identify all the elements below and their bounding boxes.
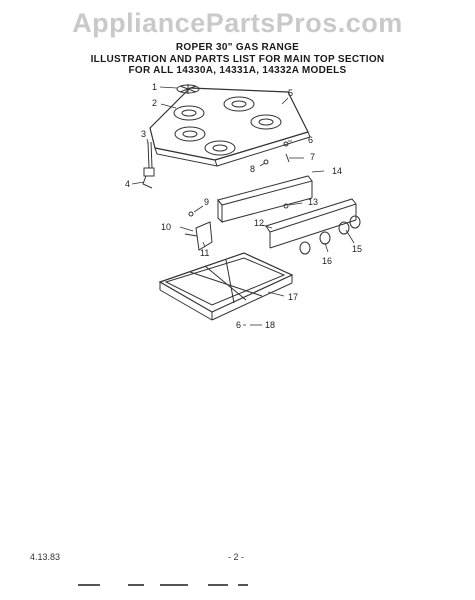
diagram-subtitle: ILLUSTRATION AND PARTS LIST FOR MAIN TOP… xyxy=(90,54,385,65)
footer-scan-artifact xyxy=(238,584,248,586)
callout-15: 15 xyxy=(352,244,362,254)
leader-lines xyxy=(131,86,355,297)
footer-scan-artifact xyxy=(208,584,228,586)
diagram-title: ROPER 30" GAS RANGE xyxy=(175,42,300,53)
callout-4: 4 xyxy=(125,179,130,189)
footer-date: 4.13.83 xyxy=(30,552,61,562)
callout-13: 13 xyxy=(308,197,318,207)
callout-2: 2 xyxy=(152,98,157,108)
main-top-panel xyxy=(149,87,311,167)
callout-14: 14 xyxy=(332,166,342,176)
footer-scan-artifact xyxy=(78,584,100,586)
igniter-assembly xyxy=(142,141,155,189)
manifold-bar xyxy=(265,198,357,249)
callout-8: 8 xyxy=(250,164,255,174)
control-knobs xyxy=(299,215,361,255)
front-rail xyxy=(217,175,313,224)
footnote-marker: 6 xyxy=(236,320,241,330)
fasteners xyxy=(188,141,290,217)
callout-12: 12 xyxy=(254,218,264,228)
callout-1: 1 xyxy=(152,82,157,92)
callout-10: 10 xyxy=(161,222,171,232)
callout-9: 9 xyxy=(204,197,209,207)
footer-page-number: - 2 - xyxy=(228,552,245,562)
callout-6: 6 xyxy=(308,135,313,145)
callout-17: 17 xyxy=(288,292,298,302)
burner-box-tray xyxy=(158,252,294,321)
callout-7: 7 xyxy=(310,152,315,162)
callout-18: 18 xyxy=(265,320,275,330)
callout-labels: 1 2 3 4 5 6 7 8 9 10 11 12 13 14 15 16 1… xyxy=(125,82,362,330)
side-bracket xyxy=(184,221,213,251)
callout-16: 16 xyxy=(322,256,332,266)
burner-cap-part xyxy=(176,84,200,94)
watermark: AppliancePartsPros.com xyxy=(72,8,403,38)
diagram-models: FOR ALL 14330A, 14331A, 14332A MODELS xyxy=(128,65,347,76)
callout-3: 3 xyxy=(141,129,146,139)
callout-11: 11 xyxy=(200,248,209,258)
callout-5: 5 xyxy=(288,88,293,98)
footer-scan-artifact xyxy=(160,584,188,586)
footer-scan-artifact xyxy=(128,584,144,586)
